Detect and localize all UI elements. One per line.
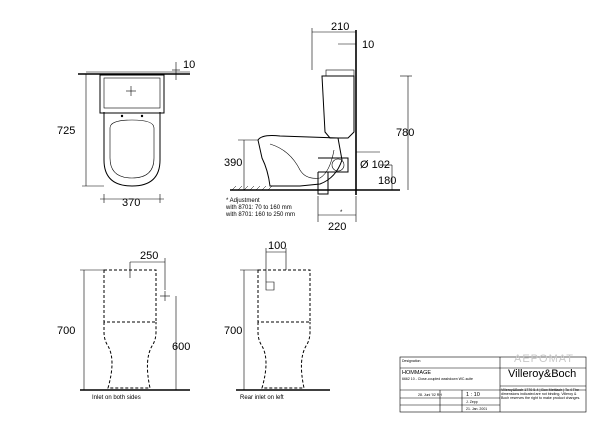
inlet-marker-icon <box>160 291 170 301</box>
top-bowl-outline <box>103 112 161 187</box>
designation-label: Designation <box>402 359 421 363</box>
top-bowl-opening <box>109 119 155 179</box>
front-pan-outline <box>103 322 157 389</box>
side-view: * <box>230 28 412 222</box>
floor-hatch <box>231 185 273 191</box>
front-height-label: 700 <box>57 325 75 337</box>
front-inlet-offset-label: 250 <box>140 250 158 262</box>
total-height-label: 780 <box>396 127 414 139</box>
front-view <box>80 258 190 391</box>
adjustment-note: * Adjustment <box>226 198 260 204</box>
adjust-asterisk: * <box>340 210 343 216</box>
title-block-frame <box>399 356 587 413</box>
top-tank-outline <box>99 74 165 114</box>
brand-logo: Villeroy&Boch <box>508 368 576 380</box>
rear-view <box>236 248 330 391</box>
front-caption: Inlet on both sides <box>92 395 141 401</box>
date-created: 21. Jan. 2001 <box>466 407 487 411</box>
signed-value: J. Zepp <box>466 400 478 404</box>
front-inlet-height-label: 600 <box>172 341 190 353</box>
rear-height-label: 700 <box>224 325 242 337</box>
tank-depth-label: 210 <box>331 21 349 33</box>
top-edge-label: 10 <box>183 59 195 71</box>
adjustment-line-1: with 8701: 70 to 160 mm <box>225 205 292 211</box>
flush-button-icon <box>126 86 136 96</box>
tank-offset-label: 10 <box>362 39 374 51</box>
seat-hinge-left <box>120 114 124 118</box>
outlet-pipe <box>318 157 349 173</box>
outlet-circle <box>331 158 345 172</box>
side-pan <box>257 135 343 187</box>
watermark: AEPOMAT <box>514 353 574 365</box>
seat-height-label: 390 <box>224 157 242 169</box>
adjustment-line-2: with 8701: 160 to 250 mm <box>225 212 295 218</box>
date-drawn: 28. Juni '02 RH <box>418 393 442 397</box>
side-trapway <box>269 143 335 179</box>
seat-hinge-right <box>140 114 144 118</box>
outlet-distance-label: 220 <box>328 221 346 233</box>
title-block <box>399 356 587 413</box>
disclaimer-box: Villeroy&Boch 1770 5-4 | Box Mettlach | … <box>501 388 581 400</box>
rear-inlet-offset-label: 100 <box>268 240 286 252</box>
side-cistern-lid <box>325 69 355 77</box>
product-code: 6662 10 - Close-coupled washdown WC-suit… <box>402 377 473 381</box>
top-height-label: 725 <box>57 125 75 137</box>
rear-caption: Rear inlet on left <box>240 395 284 401</box>
rear-pan-outline <box>257 322 311 389</box>
product-name: HOMMAGE <box>402 370 431 376</box>
outlet-elbow <box>317 172 329 195</box>
side-cistern <box>321 75 355 139</box>
top-tank-inner <box>103 77 161 109</box>
scale-value: 1 : 10 <box>466 392 480 398</box>
disclaimer-text: Villeroy&Boch 1770 5-4 | Box Mettlach | … <box>501 388 581 400</box>
rear-inlet-icon <box>265 281 275 291</box>
outlet-diameter-label: Ø 102 <box>360 159 390 171</box>
rear-tank-outline <box>257 269 311 323</box>
top-view <box>78 62 190 203</box>
top-width-label: 370 <box>122 197 140 209</box>
outlet-height-label: 180 <box>378 175 396 187</box>
